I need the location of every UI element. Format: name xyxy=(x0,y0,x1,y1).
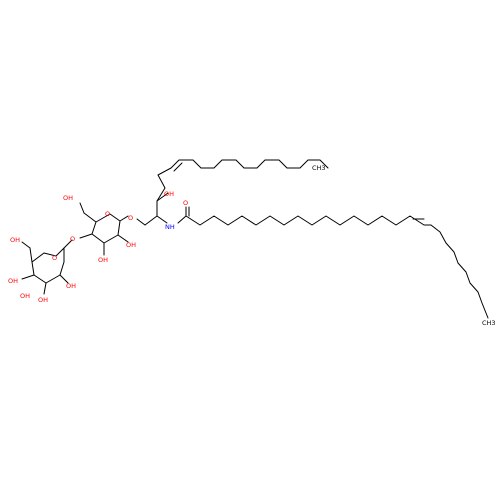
ring1-ch2oh xyxy=(83,212,97,223)
ring2-oh-top-label: OH xyxy=(10,236,20,244)
ring1-ch2oh-o xyxy=(79,202,85,214)
c2-n-bond xyxy=(156,215,168,224)
ring1-oh-a-label: OH xyxy=(126,241,136,249)
carbonyl-o-label: O xyxy=(183,199,188,207)
ring1-oh-b-label: OH xyxy=(98,256,108,264)
cis-double-bond-upper xyxy=(173,162,183,172)
ring2-oh-b-label: OH xyxy=(8,277,18,285)
ring2-ch2oh xyxy=(29,247,33,263)
ring2-oh-d xyxy=(21,274,35,280)
ring1-oh-top-label: OH xyxy=(63,194,73,202)
ring1-bonds xyxy=(91,213,121,244)
ring2-oh-a-label: OH xyxy=(66,282,76,290)
ring1-oh-top xyxy=(117,234,129,243)
ch3-top-label: CH3 xyxy=(312,164,326,172)
head-backbone xyxy=(144,200,158,226)
n-carbonyl-bond xyxy=(177,215,187,224)
c1-o-bond xyxy=(136,218,146,226)
acyl-chain xyxy=(185,215,489,319)
ring2-ch2oh-o xyxy=(21,241,31,249)
o-anomeric-bond xyxy=(119,215,129,222)
ch3-bottom-label: CH3 xyxy=(482,319,496,327)
ring2-o-label: O xyxy=(52,254,57,262)
sphingoid-chain xyxy=(156,159,329,202)
amide-nh-label: NH xyxy=(165,223,175,231)
ring2-oh-c xyxy=(43,282,47,295)
chain-oh-label: OH xyxy=(164,190,174,198)
link-o-label: O xyxy=(128,214,133,222)
glyco-o-label: O xyxy=(70,235,75,243)
glyco-link xyxy=(63,239,73,249)
ring2-oh-b xyxy=(59,274,69,284)
ring1-o-glyco xyxy=(79,233,93,239)
ring2-oh-c-label: OH xyxy=(20,292,30,300)
ring1-o-label: O xyxy=(105,210,110,218)
ring2-oh-d-label: OH xyxy=(38,296,48,304)
c3-oh-bond xyxy=(156,192,169,202)
ring2-bonds xyxy=(31,247,65,284)
